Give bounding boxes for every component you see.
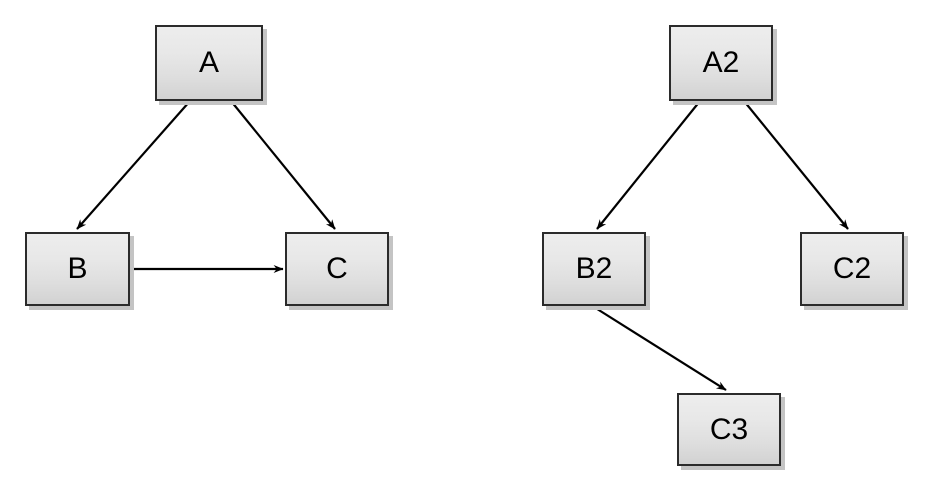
edge-a-to-b	[76, 100, 191, 230]
edge-b2-to-c3	[593, 306, 727, 391]
edge-a2-to-c2	[743, 100, 849, 230]
node-a2[interactable]: A2	[669, 25, 773, 101]
node-label-b: B	[67, 252, 88, 285]
node-label-c3: C3	[709, 412, 749, 446]
edge-a-to-c	[230, 100, 336, 230]
node-a[interactable]: A	[155, 25, 263, 101]
node-b[interactable]: B	[25, 232, 130, 306]
node-c2[interactable]: C2	[800, 232, 904, 306]
node-b2[interactable]: B2	[542, 232, 646, 306]
node-c[interactable]: C	[285, 232, 389, 306]
node-label-b2: B2	[575, 252, 613, 285]
node-label-a: A	[198, 46, 219, 79]
node-label-c2: C2	[832, 252, 872, 285]
edges-group	[76, 100, 849, 391]
node-c3[interactable]: C3	[677, 393, 781, 466]
node-label-a2: A2	[702, 46, 740, 79]
node-label-c: C	[326, 252, 348, 285]
edge-a2-to-b2	[596, 100, 701, 230]
